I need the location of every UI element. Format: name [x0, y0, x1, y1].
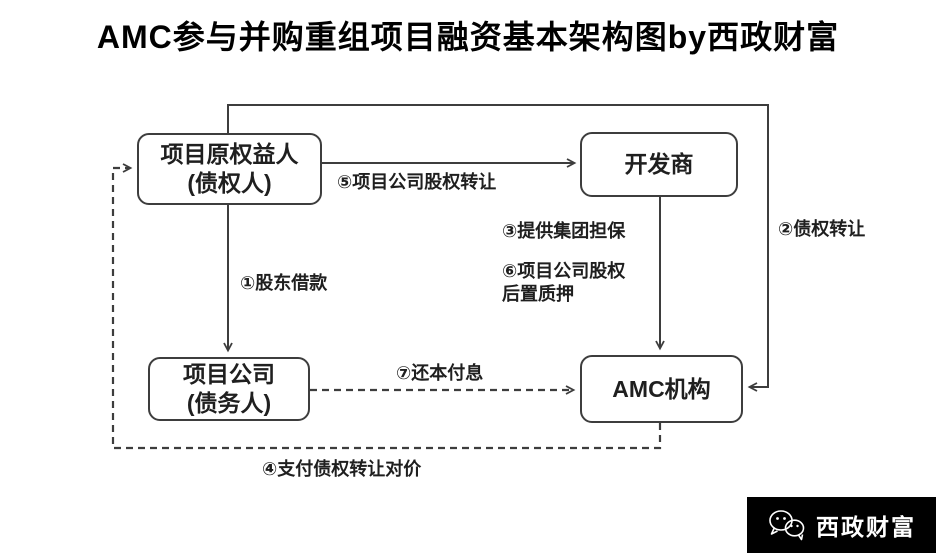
node-project-company-line2: (债务人): [186, 390, 272, 416]
label-equity-pledge: ⑥项目公司股权 后置质押: [502, 261, 626, 305]
label-shareholder-loan: ①股东借款: [240, 273, 328, 293]
label-repay: ⑦还本付息: [396, 363, 484, 383]
brand-name: 西政财富: [816, 514, 916, 540]
diagram-title: AMC参与并购重组项目融资基本架构图by西政财富: [96, 19, 840, 55]
node-original-owner-line1: 项目原权益人: [160, 141, 299, 168]
node-original-owner-line2: (债权人): [187, 170, 272, 196]
node-amc-label: AMC机构: [612, 375, 711, 402]
brand-footer: 西政财富: [747, 497, 936, 553]
edge-pay-consideration: [111, 163, 662, 450]
node-original-owner: 项目原权益人 (债权人): [137, 133, 322, 205]
node-developer-label: 开发商: [624, 151, 694, 178]
edge-debt-transfer: [227, 104, 769, 392]
node-project-company: 项目公司 (债务人): [148, 357, 310, 421]
label-group-guarantee: ③提供集团担保: [502, 221, 626, 241]
node-developer: 开发商: [580, 132, 738, 197]
label-equity-transfer: ⑤项目公司股权转让: [337, 172, 497, 192]
label-pay-consideration: ④支付债权转让对价: [262, 459, 422, 479]
wechat-icon: [769, 510, 805, 541]
label-debt-transfer: ②债权转让: [778, 219, 866, 239]
node-amc: AMC机构: [580, 355, 743, 423]
node-project-company-line1: 项目公司: [183, 361, 275, 388]
